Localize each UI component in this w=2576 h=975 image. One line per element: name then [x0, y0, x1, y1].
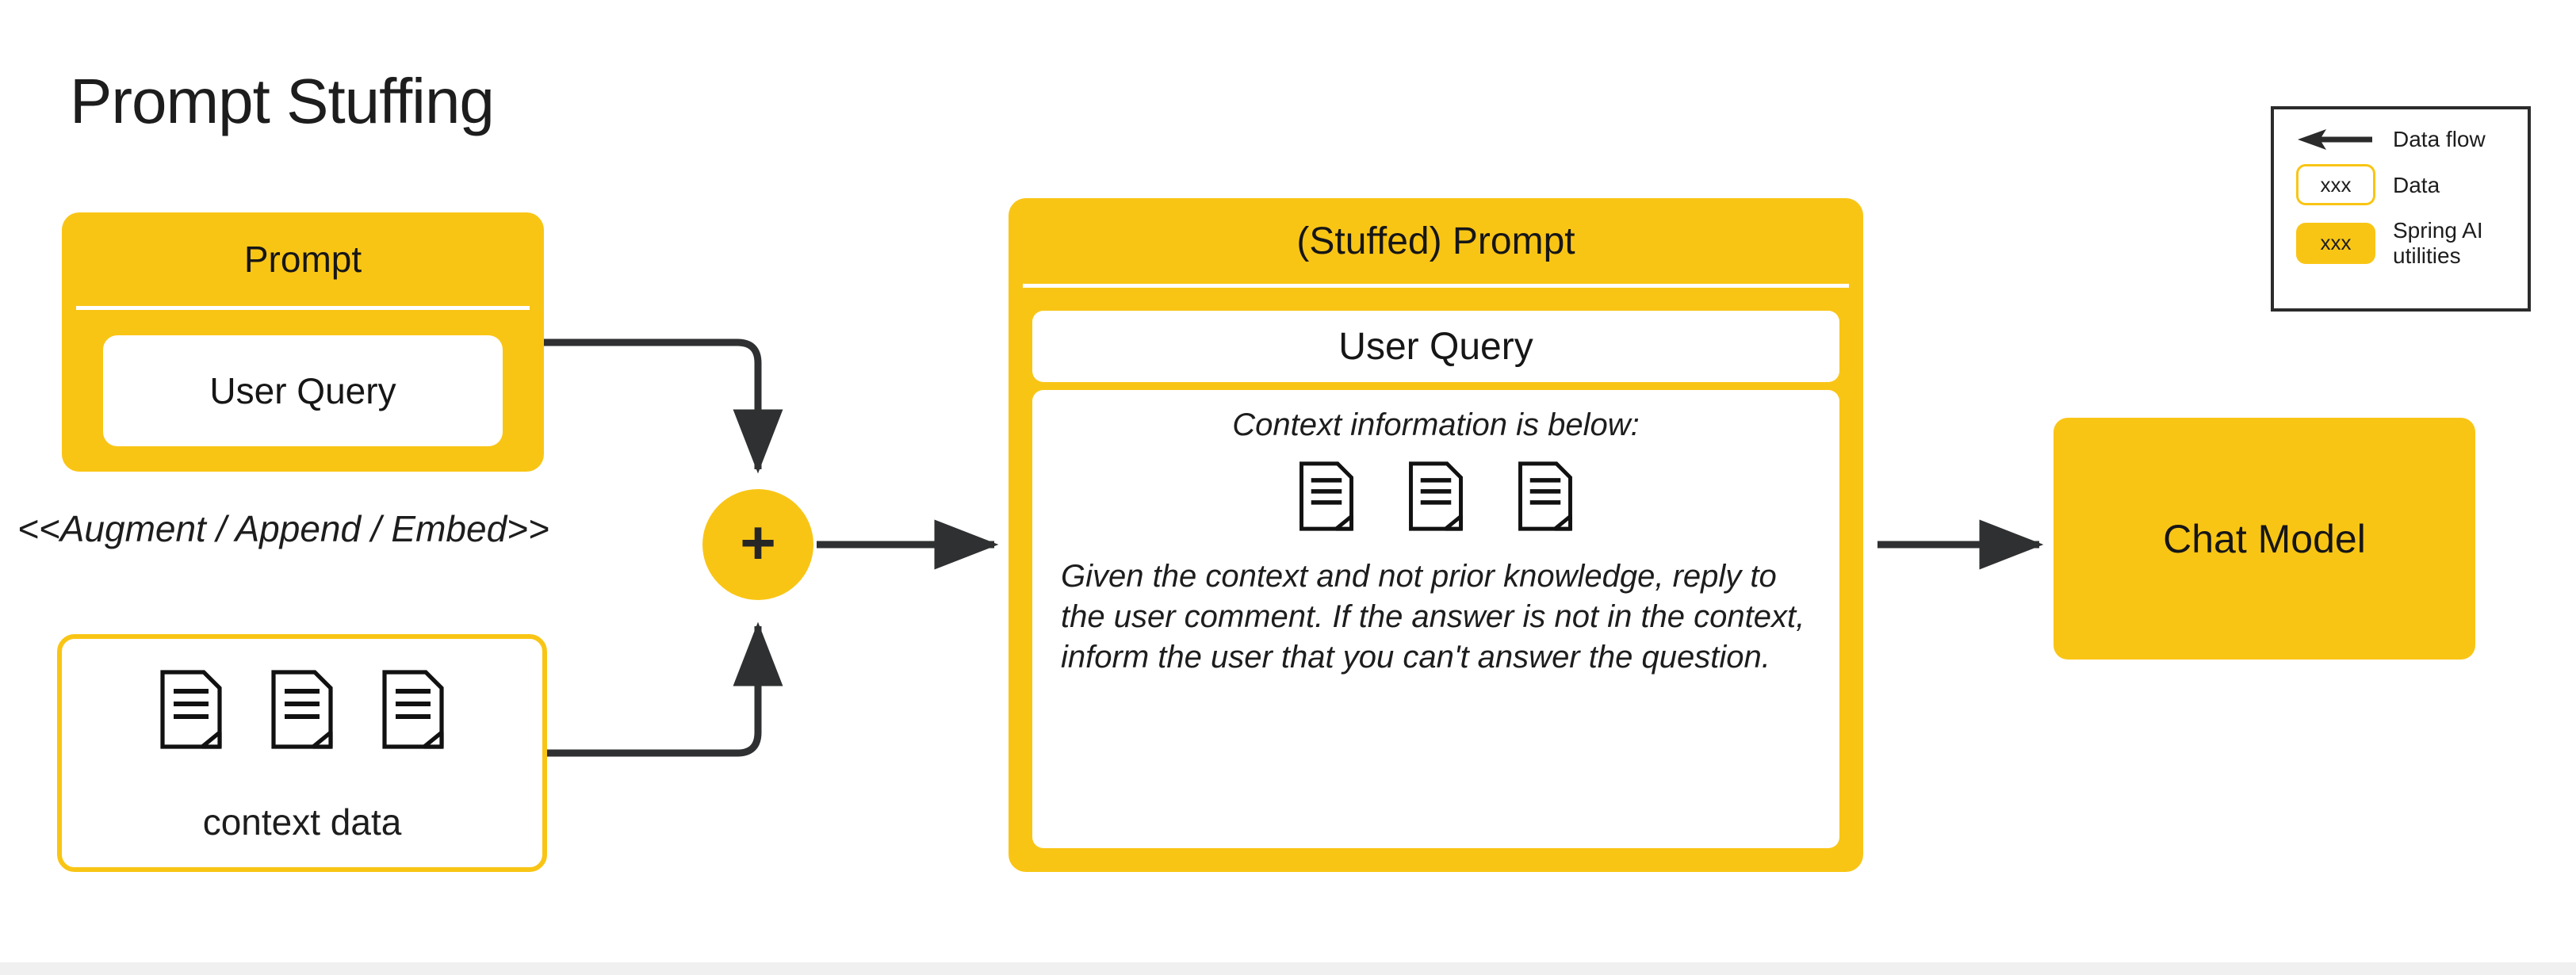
context-information-heading: Context information is below:: [1232, 407, 1640, 442]
stuffed-prompt-user-query: User Query: [1032, 311, 1839, 382]
page-title: Prompt Stuffing: [70, 66, 495, 136]
document-icon: [159, 669, 223, 754]
arrow-left-icon: [2290, 128, 2382, 151]
legend-chip-outline: xxx: [2290, 164, 2382, 206]
document-icon: [270, 669, 334, 754]
stuffed-prompt-body: Context information is below:: [1032, 390, 1839, 848]
chat-model-label: Chat Model: [2163, 516, 2366, 561]
plus-icon: +: [740, 507, 776, 577]
prompt-box-user-query: User Query: [103, 335, 503, 446]
augment-append-embed-caption: <<Augment / Append / Embed>>: [17, 508, 549, 549]
document-icon: [381, 669, 445, 754]
connector-prompt-to-merge: [544, 338, 783, 474]
stuffed-prompt-box[interactable]: (Stuffed) Prompt User Query Context info…: [1009, 198, 1863, 872]
legend-chip-solid: xxx: [2290, 222, 2382, 264]
context-data-doc-row: [62, 669, 542, 754]
context-data-label: context data: [202, 801, 402, 843]
legend-row-spring-ai-utilities: xxx Spring AI utilities: [2290, 218, 2512, 268]
legend: Data flow xxx Data xxx Spring AI utiliti…: [2271, 106, 2531, 312]
legend-chip-solid-text: xxx: [2296, 222, 2375, 264]
legend-row-data-flow: Data flow: [2290, 127, 2512, 151]
legend-label-spring-ai-utilities: Spring AI utilities: [2393, 218, 2483, 268]
legend-chip-outline-text: xxx: [2296, 164, 2375, 206]
stuffed-prompt-header: (Stuffed) Prompt: [1296, 220, 1575, 262]
document-icon: [1518, 461, 1573, 536]
merge-plus-node[interactable]: +: [702, 489, 813, 600]
prompt-box[interactable]: Prompt User Query: [62, 212, 544, 472]
stuffed-prompt-instruction: Given the context and not prior knowledg…: [1061, 559, 1805, 675]
prompt-box-divider: [76, 306, 530, 310]
chat-model-box[interactable]: Chat Model: [2054, 418, 2475, 660]
document-icon: [1299, 461, 1354, 536]
bottom-strip: [0, 962, 2576, 975]
legend-label-data: Data: [2393, 172, 2440, 197]
stuffed-prompt-divider: [1023, 284, 1849, 288]
prompt-box-header: Prompt: [243, 239, 362, 280]
legend-row-data: xxx Data: [2290, 164, 2512, 206]
stuffed-prompt-doc-row: [1061, 461, 1811, 536]
connector-context-to-merge: [547, 621, 783, 757]
context-data-box[interactable]: context data: [57, 634, 547, 872]
legend-label-data-flow: Data flow: [2393, 127, 2486, 151]
document-icon: [1408, 461, 1464, 536]
